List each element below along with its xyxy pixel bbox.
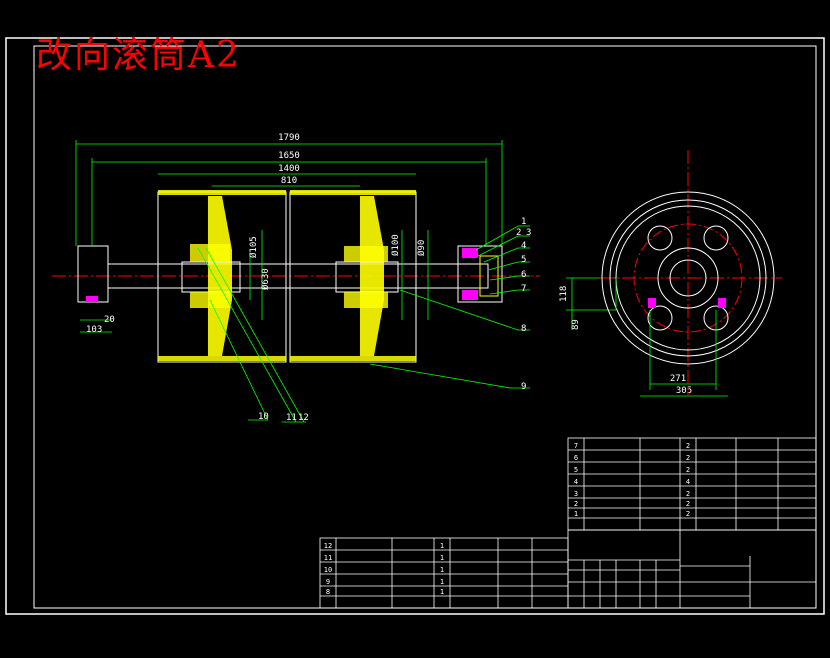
drum-right-top-lagging: [290, 190, 416, 195]
left-hub-top: [190, 244, 230, 262]
parts-upper-no-7: 7: [574, 442, 578, 450]
dim-271: 271: [670, 374, 686, 384]
balloon-3: 3: [526, 228, 531, 238]
right-end-disc: [360, 196, 384, 356]
title-block: [319, 437, 817, 609]
dim-1650: 1650: [278, 151, 300, 161]
balloon-9: 9: [521, 382, 526, 392]
right-hub-bottom: [344, 292, 388, 308]
right-bearing-hatch-bottom: [462, 290, 478, 300]
parts-upper-no-6: 6: [574, 454, 578, 462]
dim-630: Ø630: [260, 268, 271, 290]
balloon-2: 2: [516, 228, 521, 238]
parts-lower-no-10: 10: [324, 566, 332, 574]
drum-right-bottom-lagging: [290, 356, 416, 361]
dim-105: Ø105: [248, 236, 259, 258]
drum-lagging-circle: [609, 199, 767, 357]
parts-upper-no-1: 1: [574, 510, 578, 518]
balloon-11: 11: [286, 413, 297, 423]
dim-810: 810: [281, 176, 297, 186]
right-bearing-hatch-top: [462, 248, 478, 258]
left-bearing-hatch: [86, 296, 98, 302]
parts-upper-no-2: 2: [574, 500, 578, 508]
hub-circle: [657, 247, 719, 309]
inner-border: [33, 45, 817, 609]
left-bearing-block: [77, 245, 109, 303]
dim-118: 118: [559, 286, 569, 302]
dim-1790: 1790: [278, 133, 300, 143]
parts-lower-no-9: 9: [326, 578, 330, 586]
hole-top-right: [703, 225, 729, 251]
balloon-8: 8: [521, 324, 526, 334]
balloon-7: 7: [521, 284, 526, 294]
parts-lower-qty-11: 1: [440, 554, 444, 562]
parts-lower-no-11: 11: [324, 554, 332, 562]
parts-lower-qty-9: 1: [440, 578, 444, 586]
hole-bottom-left: [647, 305, 673, 331]
parts-upper-no-5: 5: [574, 466, 578, 474]
parts-upper-qty-2: 2: [686, 500, 690, 508]
dim-103: 103: [86, 325, 102, 335]
parts-lower-no-12: 12: [324, 542, 332, 550]
dim-90: Ø90: [416, 240, 427, 256]
hole-top-left: [647, 225, 673, 251]
parts-lower-qty-8: 1: [440, 588, 444, 596]
parts-upper-qty-5: 2: [686, 466, 690, 474]
left-end-disc: [208, 196, 232, 356]
right-bearing-housing: [457, 245, 503, 303]
dim-20: 20: [104, 315, 115, 325]
drawing-title: 改向滚筒A2: [36, 35, 241, 76]
dim-89: 89: [571, 319, 581, 330]
drum-left-top-lagging: [158, 190, 286, 195]
balloon-12: 12: [298, 413, 309, 423]
end-view: [600, 150, 782, 396]
balloon-10: 10: [258, 412, 269, 422]
balloon-4: 4: [521, 241, 526, 251]
parts-lower-qty-10: 1: [440, 566, 444, 574]
drum-right-half: [289, 191, 417, 363]
parts-lower-no-8: 8: [326, 588, 330, 596]
parts-upper-qty-7: 2: [686, 442, 690, 450]
dimension-lines: [75, 140, 728, 397]
bolt-circle: [633, 223, 743, 333]
outer-border: [5, 37, 825, 615]
parts-upper-qty-6: 2: [686, 454, 690, 462]
shaft-circle: [669, 259, 707, 297]
right-hub-top: [344, 246, 388, 262]
drum-left-bottom-lagging: [158, 356, 286, 361]
main-view: 1790 1650 1400 810 Ø105 Ø630 Ø100 Ø90 20…: [52, 133, 728, 423]
balloon-5: 5: [521, 255, 526, 265]
balloon-6: 6: [521, 270, 526, 280]
right-bearing-seat: [479, 255, 499, 297]
dim-100: Ø100: [390, 234, 401, 256]
leader-lines: [197, 225, 530, 423]
parts-upper-no-4: 4: [574, 478, 578, 486]
balloon-1: 1: [521, 217, 526, 227]
parts-upper-qty-3: 2: [686, 490, 690, 498]
dim-305: 305: [676, 386, 692, 396]
parts-lower-qty-12: 1: [440, 542, 444, 550]
dim-1400: 1400: [278, 164, 300, 174]
bolt-hatch-right: [718, 298, 726, 308]
parts-upper-qty-1: 2: [686, 510, 690, 518]
parts-list-upper: 7 2 6 2 5 2 4 4 3 2 2 2 1 2: [574, 442, 690, 518]
drum-outer-circle: [601, 191, 775, 365]
bolt-hatch-left: [648, 298, 656, 308]
parts-upper-qty-4: 4: [686, 478, 690, 486]
parts-upper-no-3: 3: [574, 490, 578, 498]
